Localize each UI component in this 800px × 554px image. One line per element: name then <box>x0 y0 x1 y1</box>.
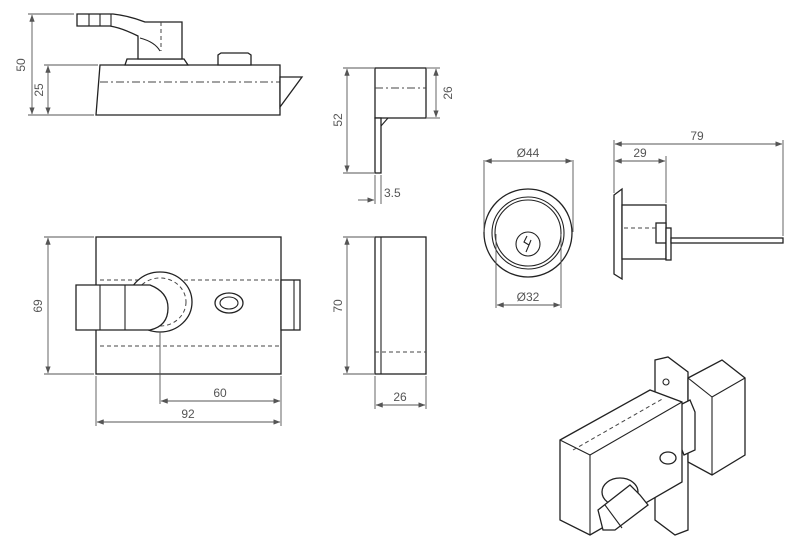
dim-29: 29 <box>633 146 647 160</box>
dim-dia-44: Ø44 <box>517 146 540 160</box>
dim-50: 50 <box>14 58 28 72</box>
cylinder-front-view: Ø44 Ø32 <box>483 146 574 308</box>
dim-25: 25 <box>32 83 46 97</box>
cylinder-side-view: 29 79 <box>613 129 784 281</box>
dim-26-top: 26 <box>441 86 455 100</box>
dim-70: 70 <box>331 299 345 313</box>
side-view: 50 25 <box>14 13 304 116</box>
dim-26-bottom: 26 <box>393 390 407 404</box>
dim-3-5: 3.5 <box>384 186 401 200</box>
isometric-view <box>559 356 746 536</box>
dim-52: 52 <box>331 113 345 127</box>
dim-79: 79 <box>690 129 704 143</box>
front-view: 69 60 92 <box>31 236 301 426</box>
end-view-2: 70 26 <box>331 236 427 409</box>
dim-69: 69 <box>31 299 45 313</box>
dim-92: 92 <box>181 407 195 421</box>
end-view: 52 26 3.5 <box>331 67 455 204</box>
dim-dia-32: Ø32 <box>517 290 540 304</box>
dim-60: 60 <box>213 386 227 400</box>
